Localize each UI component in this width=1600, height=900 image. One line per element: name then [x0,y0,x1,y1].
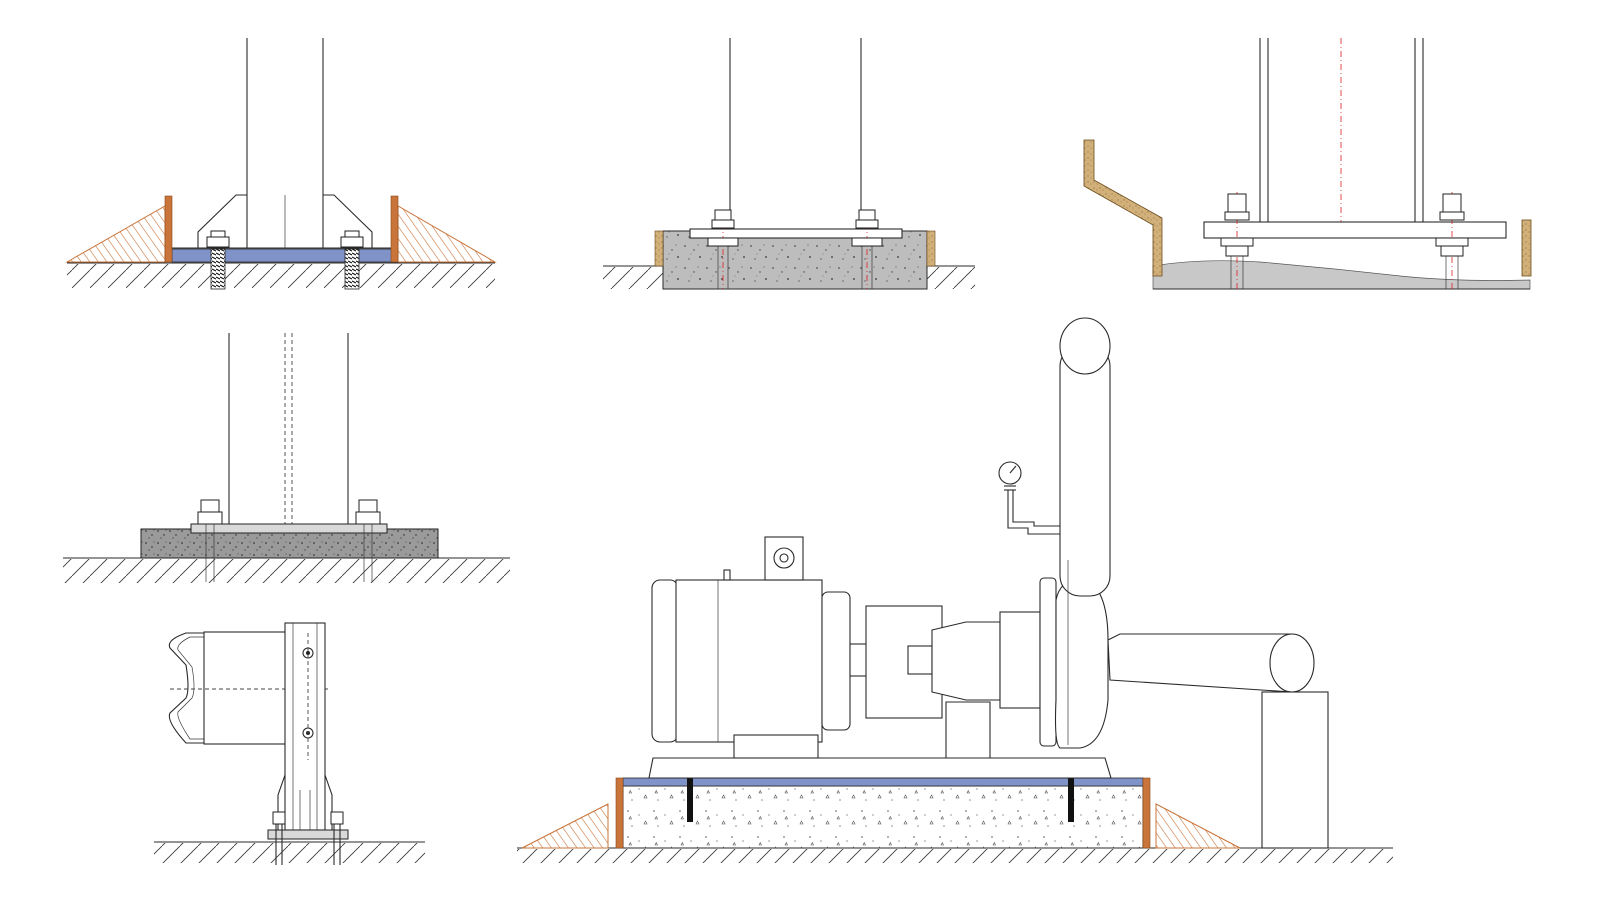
centrifugal-pump-volute [1039,317,1111,749]
concrete-foundation [622,785,1144,849]
anchor-bolt-right [851,209,883,289]
timber-shim-right [926,230,936,267]
pressure-gauge-icon [998,461,1060,535]
timber-shim-left [654,230,664,267]
electric-motor [651,536,851,759]
anchor-bolt-right [340,230,364,290]
panel-guardrail-post-base [154,622,425,865]
steel-column [172,38,398,249]
formwork-board-right [1521,219,1532,277]
base-plate [190,523,388,534]
anchor-bolt-left [206,230,230,290]
panel-column-base-grouted-pad [63,333,510,583]
anchor-bolt-left [707,209,739,289]
discharge-pipe [1107,633,1315,693]
anchor-bolt-right [355,499,381,582]
ground-hatch [154,841,425,863]
timber-wedge-left [65,195,173,263]
shaft-coupling [849,605,943,719]
post-base-plate [267,829,349,840]
grout-layer [171,248,399,263]
timber-wedge-left [521,777,624,849]
base-plate [1203,221,1507,239]
panel-column-base-leveling-grout [1083,38,1532,290]
panel-pump-motor-skid [517,317,1393,863]
grout-strip [622,777,1144,787]
timber-wedge-right [1142,777,1241,849]
anchor-bolt-left [197,499,223,582]
pipe-support-pier [1261,691,1329,849]
anchor-bolt-right [1435,192,1469,289]
steel-column [1259,38,1424,222]
formwork-board-left [1083,139,1163,277]
anchor-bolt-right [330,811,344,865]
guardrail-post [284,622,326,831]
panel-column-base-concrete-plinth [603,38,975,290]
ground-hatch [67,262,495,288]
anchor-bolt-left [1220,192,1254,289]
steel-column [228,333,349,524]
baseplate-skid [648,757,1112,779]
steel-column [729,38,862,230]
concrete-plinth [662,230,928,290]
timber-wedge-right [390,195,497,263]
pump-bearing-housing [931,611,1041,759]
grout-fill [1152,260,1531,290]
panel-column-base-wedges [65,38,497,290]
base-plate [689,228,903,239]
ground-hatch [63,557,510,583]
anchor-bolt-left [272,811,286,865]
ground-hatch [517,847,1393,863]
